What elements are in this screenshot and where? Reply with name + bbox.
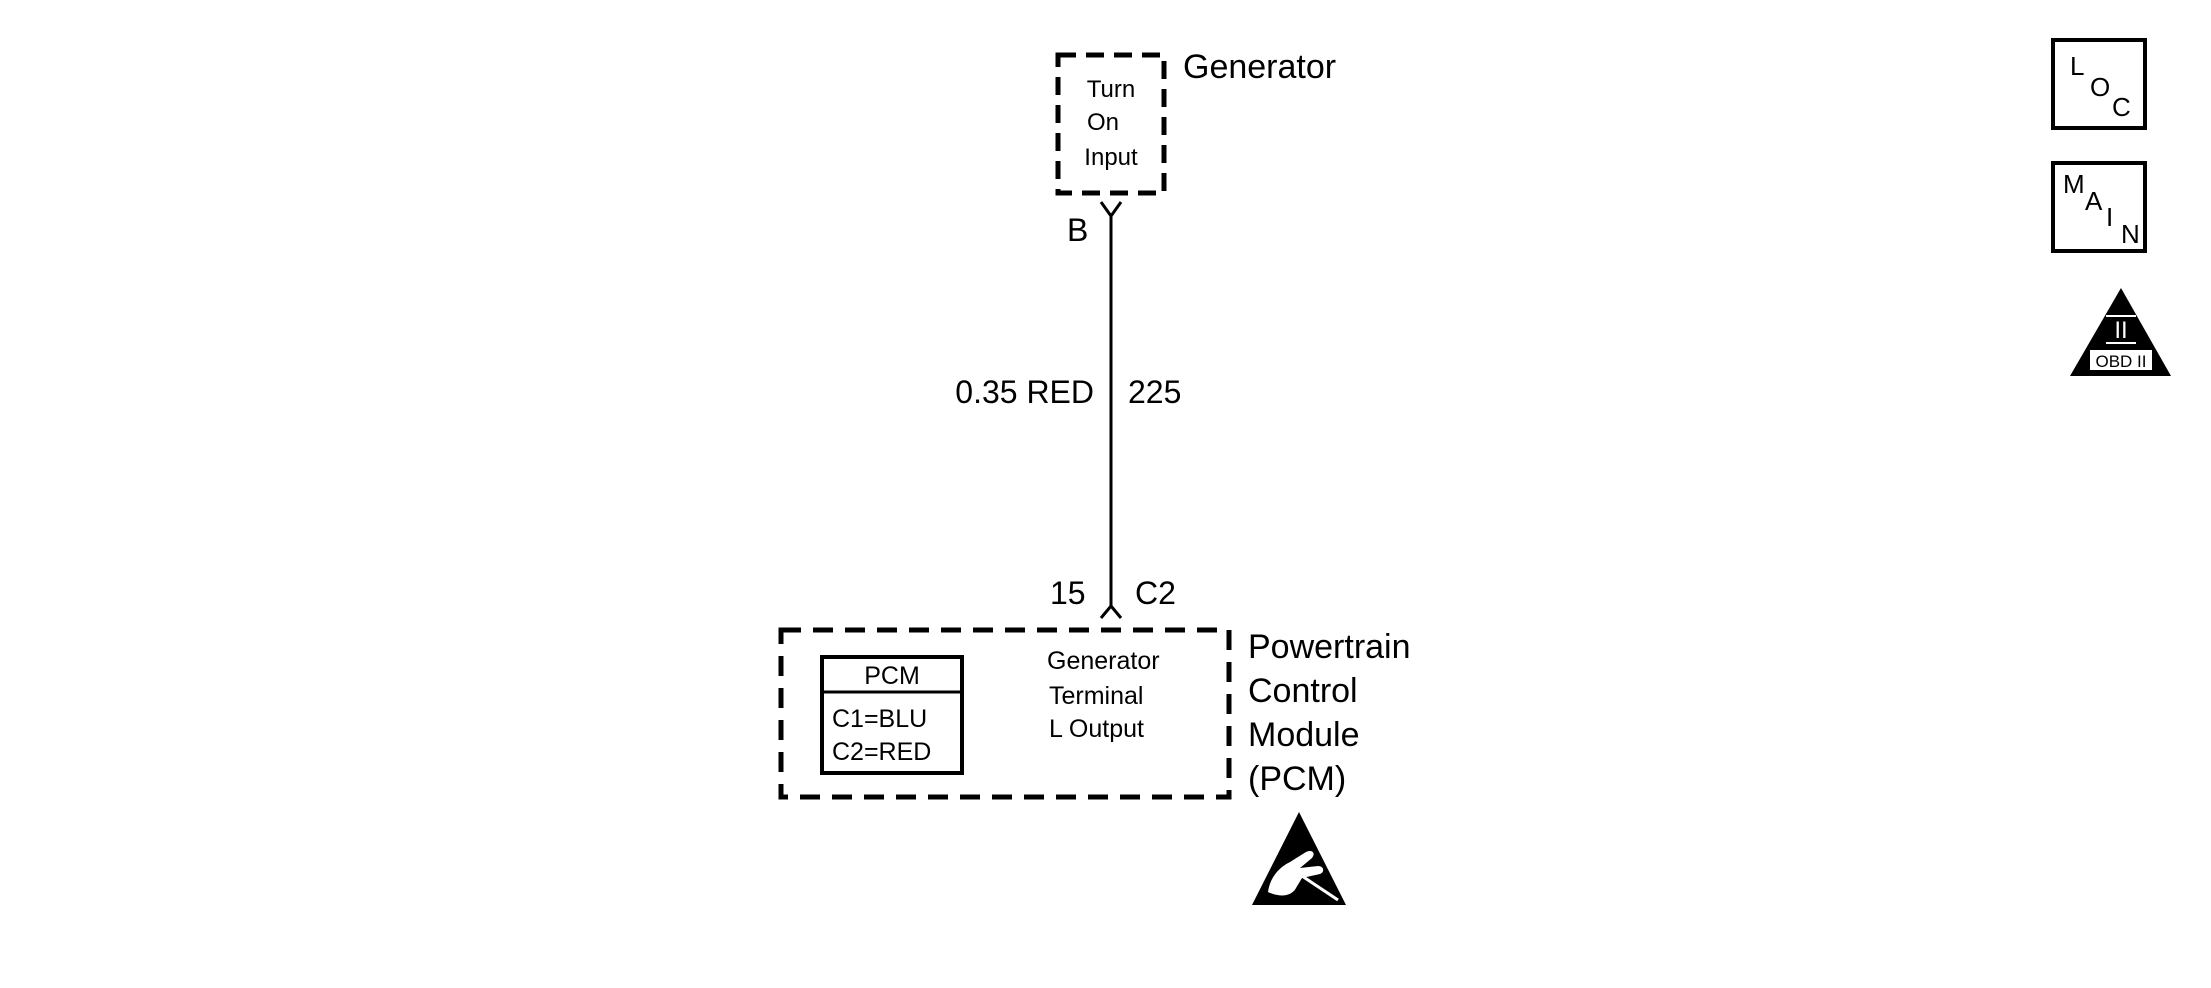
svg-text:N: N (2121, 219, 2140, 249)
generator-input-line-1: Turn (1087, 76, 1135, 103)
esd-warning-icon (1252, 812, 1346, 905)
generator-terminal-label: B (1067, 212, 1088, 248)
svg-text:OBD II: OBD II (2095, 352, 2146, 371)
pcm-title-line-3: Module (1248, 716, 1360, 754)
wire-gauge-color-label: 0.35 RED (955, 374, 1094, 410)
svg-text:C: C (2112, 92, 2131, 122)
main-icon: M A I N (2051, 161, 2147, 253)
pcm-title-line-2: Control (1248, 672, 1358, 710)
pcm-dashed-box (778, 627, 1232, 800)
pcm-legend-row-1: C1=BLU (832, 705, 927, 733)
generator-dashed-box (1055, 52, 1167, 196)
pcm-title-line-4: (PCM) (1248, 760, 1346, 798)
obd-ii-icon: II OBD II (2070, 288, 2171, 376)
svg-text:A: A (2085, 186, 2103, 216)
wire-circuit-label: 225 (1128, 374, 1181, 410)
generator-input-line-3: Input (1084, 144, 1138, 171)
svg-text:II: II (2114, 317, 2127, 344)
pcm-title-line-1: Powertrain (1248, 628, 1411, 666)
pcm-connector-icon (1099, 603, 1123, 619)
svg-text:M: M (2063, 169, 2085, 199)
pcm-legend-table: PCM C1=BLU C2=RED (820, 655, 964, 775)
loc-icon: L O C (2051, 38, 2147, 130)
svg-text:I: I (2106, 202, 2113, 232)
generator-terminal-connector-icon (1099, 201, 1123, 219)
generator-input-line-2: On (1087, 109, 1119, 136)
generator-component: Turn On Input Generator B (1055, 48, 1336, 248)
generator-title: Generator (1183, 48, 1336, 86)
pcm-legend-header: PCM (864, 662, 920, 690)
pcm-function-line-3: L Output (1049, 715, 1144, 743)
pcm-component: PCM C1=BLU C2=RED Generator Terminal L O… (778, 627, 1411, 800)
pcm-legend-row-2: C2=RED (832, 738, 931, 766)
pcm-connector-pin-label: 15 (1050, 575, 1086, 611)
svg-text:O: O (2090, 72, 2110, 102)
svg-text:L: L (2070, 51, 2084, 81)
pcm-function-line-1: Generator (1047, 647, 1160, 675)
pcm-connector-id-label: C2 (1135, 575, 1176, 611)
pcm-function-line-2: Terminal (1049, 682, 1143, 710)
